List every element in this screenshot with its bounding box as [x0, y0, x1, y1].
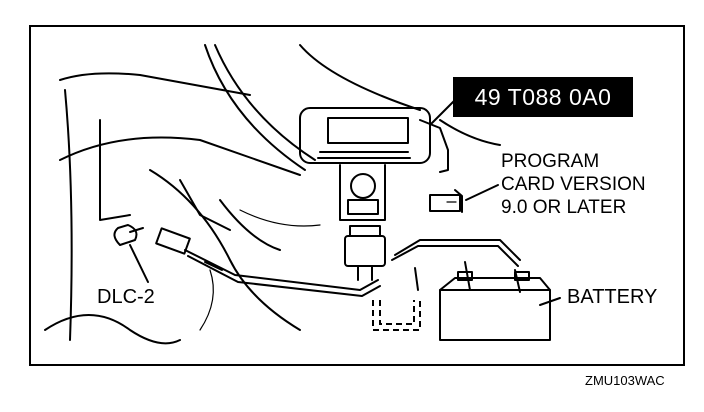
program-card-label: PROGRAM CARD VERSION 9.0 OR LATER	[501, 150, 646, 219]
power-cable	[372, 239, 521, 331]
tester-unit	[299, 107, 449, 281]
battery-label: BATTERY	[567, 286, 658, 308]
figure-frame	[29, 25, 685, 366]
part-number-badge: 49 T088 0A0	[453, 77, 633, 117]
dlc-2-connector	[113, 224, 149, 283]
dlc-2-label: DLC-2	[97, 286, 155, 308]
vehicle-interior	[44, 44, 501, 345]
program-card-line: PROGRAM	[501, 151, 600, 172]
program-card-line: 9.0 OR LATER	[501, 197, 627, 218]
figure-code: ZMU103WAC	[585, 373, 665, 388]
test-cable	[155, 227, 381, 297]
battery-icon	[439, 271, 561, 341]
program-card-line: CARD VERSION	[501, 174, 646, 195]
program-card	[429, 189, 463, 213]
leader-lines	[429, 99, 499, 201]
